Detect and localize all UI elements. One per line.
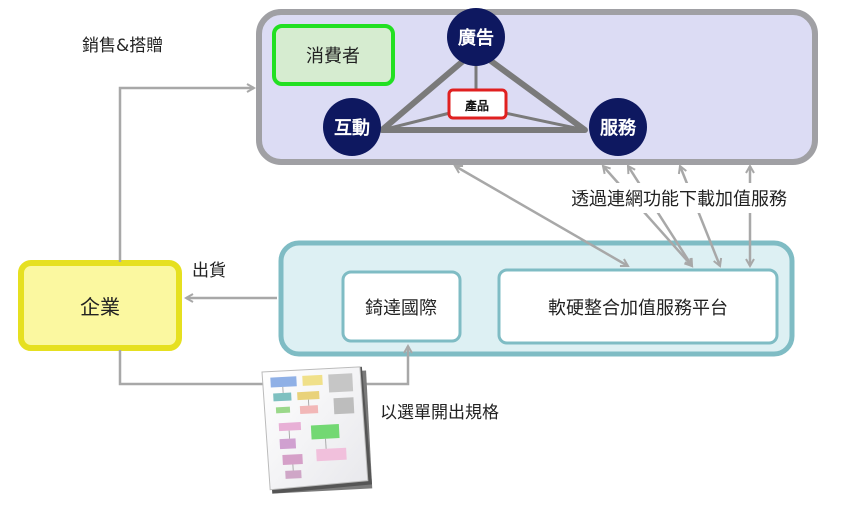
download-label: 透過連網功能下載加值服務 — [571, 189, 787, 210]
advertising-node: 廣告 — [447, 8, 505, 66]
platform-label: 軟硬整合加值服務平台 — [548, 298, 728, 319]
spec-by-menu-label: 以選單開出規格 — [380, 403, 499, 423]
sales-promo-label: 銷售&搭贈 — [82, 36, 163, 56]
advertising-label: 廣告 — [458, 27, 494, 49]
interaction-label: 互動 — [334, 117, 370, 139]
enterprise-label: 企業 — [80, 295, 120, 319]
product-label: 產品 — [464, 98, 489, 113]
interaction-node: 互動 — [323, 98, 381, 156]
enterprise-box — [18, 260, 182, 351]
spec-document-image — [261, 366, 373, 494]
platform-box — [497, 268, 779, 345]
shipping-label: 出貨 — [192, 261, 226, 281]
download-label-bg — [568, 183, 838, 213]
product-box — [447, 88, 508, 120]
sales-promo-arrow — [118, 88, 254, 262]
consumer-box — [272, 24, 395, 86]
qida-label: 錡達國際 — [365, 298, 437, 319]
qida-box — [341, 270, 462, 343]
service-label: 服務 — [600, 117, 637, 139]
download-arrows — [455, 166, 750, 266]
service-node: 服務 — [589, 98, 647, 156]
consumer-label: 消費者 — [306, 46, 360, 67]
